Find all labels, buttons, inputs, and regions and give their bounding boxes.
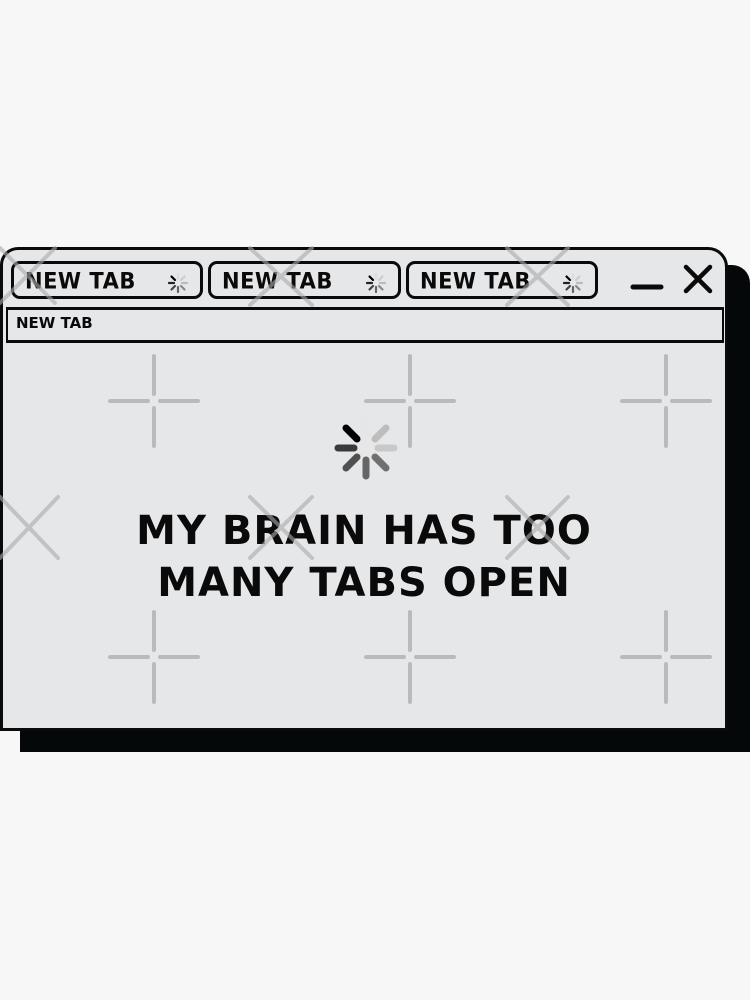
tab-label: NEW TAB bbox=[25, 268, 136, 294]
tab-3[interactable]: NEW TAB bbox=[406, 261, 598, 299]
browser-window: NEW TAB NEW TAB bbox=[0, 247, 728, 731]
address-bar-value: NEW TAB bbox=[16, 314, 93, 332]
close-icon[interactable] bbox=[681, 262, 715, 296]
loading-spinner-icon bbox=[365, 272, 387, 294]
minimize-icon[interactable] bbox=[629, 280, 665, 292]
loading-spinner-icon bbox=[334, 416, 398, 480]
tab-label: NEW TAB bbox=[420, 268, 531, 294]
tab-label: NEW TAB bbox=[222, 268, 333, 294]
address-bar[interactable]: NEW TAB bbox=[6, 307, 724, 343]
loading-spinner-icon bbox=[562, 272, 584, 294]
headline-line-1: MY BRAIN HAS TOO bbox=[136, 508, 592, 554]
headline-line-2: MANY TABS OPEN bbox=[157, 560, 571, 606]
page-content: MY BRAIN HAS TOO MANY TABS OPEN bbox=[3, 343, 725, 728]
loading-spinner-icon bbox=[167, 272, 189, 294]
tab-1[interactable]: NEW TAB bbox=[11, 261, 203, 299]
tab-strip: NEW TAB NEW TAB bbox=[3, 250, 725, 305]
tab-2[interactable]: NEW TAB bbox=[208, 261, 401, 299]
